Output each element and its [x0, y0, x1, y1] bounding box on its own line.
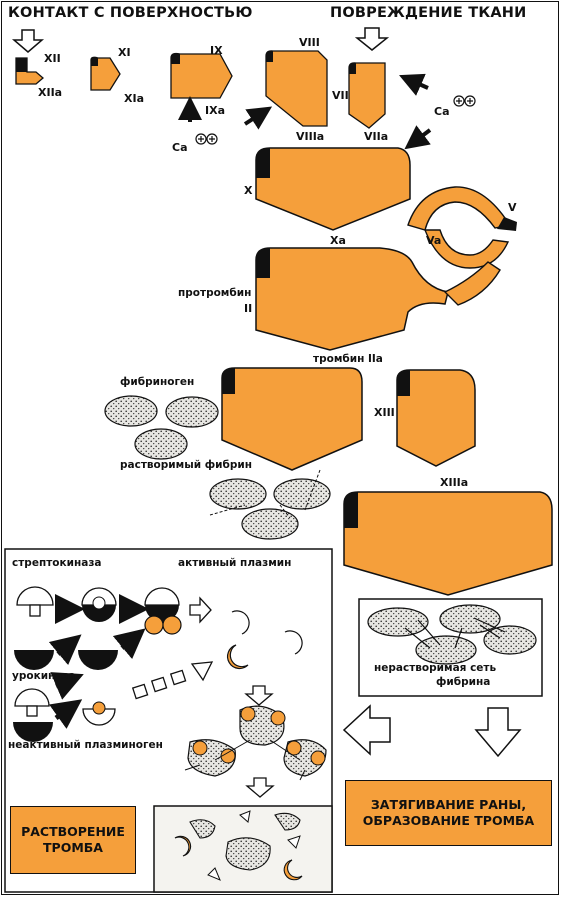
label-xa: Xa — [330, 234, 346, 247]
label-ii: II — [244, 302, 253, 315]
factor-v-ribbon — [407, 186, 517, 269]
label-ixa: IXa — [205, 104, 225, 117]
dissolution-line-2: ТРОМБА — [43, 840, 103, 855]
prothrombin-shape — [255, 247, 501, 351]
factor-xii-shape — [15, 57, 44, 85]
label-fibrinogen: фибриноген — [120, 376, 195, 388]
arrow-uro — [49, 699, 83, 729]
insoluble-fibrin-net — [367, 604, 537, 665]
label-x: X — [244, 184, 253, 197]
factor-viii-shape — [265, 50, 328, 127]
label-va: Va — [426, 234, 442, 247]
hollow-left-arrow — [342, 704, 391, 756]
label-viia: VIIa — [364, 130, 389, 143]
label-urokinase: урокиназа — [12, 670, 76, 682]
label-inactive-plasminogen: неактивный плазминоген — [8, 739, 163, 751]
insoluble-net-box — [358, 598, 543, 697]
dissolution-line-1: РАСТВОРЕНИЕ — [21, 824, 125, 839]
label-vii: VII — [332, 89, 349, 102]
factor-x-shape — [255, 147, 411, 231]
dissolution-box: РАСТВОРЕНИЕ ТРОМБА — [10, 806, 136, 874]
hollow-dashed-arrows — [131, 661, 214, 700]
urokinase-icon — [13, 688, 53, 742]
label-v: V — [508, 201, 517, 214]
thrombin-shape — [221, 367, 363, 471]
plasminogen-half-icon-2 — [78, 650, 118, 670]
streptokinase-icon — [16, 586, 54, 617]
clot-dissolving — [184, 705, 327, 781]
healing-line-1: ЗАТЯГИВАНИЕ РАНЫ, — [370, 797, 527, 812]
label-insoluble-net-2: фибрина — [436, 676, 491, 688]
factor-xi-shape — [90, 56, 121, 91]
hollow-right-arrow-plasmin — [189, 596, 212, 624]
label-thrombin: тромбин IIa — [313, 353, 383, 365]
fibrin-fragments — [174, 810, 303, 881]
label-xiiia: XIIIa — [440, 476, 469, 489]
label-viiia: VIIIa — [296, 130, 325, 143]
hollow-down-arrow-tissue — [354, 27, 390, 51]
header-contact: КОНТАКТ С ПОВЕРХНОСТЬЮ — [8, 5, 253, 21]
factor-vii-shape — [348, 62, 386, 129]
active-plasmin-molecules — [227, 610, 303, 669]
factor-ix-shape — [170, 52, 233, 99]
header-tissue: ПОВРЕЖДЕНИЕ ТКАНИ — [330, 5, 527, 21]
factor-xiii-shape — [396, 369, 476, 467]
label-xiia: XIIa — [38, 86, 63, 99]
label-xia: XIa — [124, 92, 144, 105]
fibrinogen-molecules — [104, 395, 219, 460]
label-active-plasmin: активный плазмин — [178, 557, 292, 569]
label-xi: XI — [118, 46, 131, 59]
plasmin-complex-icon — [144, 587, 182, 635]
factor-xiiia-shape — [343, 491, 553, 596]
label-ca-2: Ca — [434, 105, 450, 118]
arrow-plg-1 — [48, 634, 82, 666]
arrow-plg-2 — [112, 628, 146, 660]
healing-line-2: ОБРАЗОВАНИЕ ТРОМБА — [362, 813, 535, 828]
hollow-down-arrow-fragments — [245, 777, 275, 798]
calcium-plus-icon — [195, 133, 218, 145]
label-ca-1: Ca — [172, 141, 188, 154]
arrow-to-x — [404, 125, 432, 150]
healing-box: ЗАТЯГИВАНИЕ РАНЫ, ОБРАЗОВАНИЕ ТРОМБА — [345, 780, 552, 846]
arrow-to-viii — [243, 106, 273, 130]
label-xiii: XIII — [374, 406, 395, 419]
arrow-ca-to-vii — [399, 73, 429, 96]
label-streptokinase: стрептокиназа — [12, 557, 102, 569]
label-viii: VIII — [299, 36, 320, 49]
label-insoluble-net-1: нерастворимая сеть — [374, 662, 497, 674]
complex-icon — [81, 587, 117, 622]
plasminogen-half-icon-1 — [14, 650, 54, 670]
urokinase-complex-icon — [82, 701, 116, 726]
soluble-fibrin-molecules — [209, 469, 331, 540]
label-soluble-fibrin: растворимый фибрин — [120, 459, 252, 471]
hollow-down-arrow-contact — [11, 29, 45, 53]
label-prothrombin: протромбин — [178, 287, 252, 299]
calcium-plus-icon-2 — [453, 95, 476, 107]
label-xii: XII — [44, 52, 61, 65]
hollow-down-arrow-clot — [244, 685, 274, 706]
arrow-uro-up — [50, 672, 84, 700]
hollow-down-arrow-healing — [474, 707, 522, 758]
label-ix: IX — [210, 44, 223, 57]
